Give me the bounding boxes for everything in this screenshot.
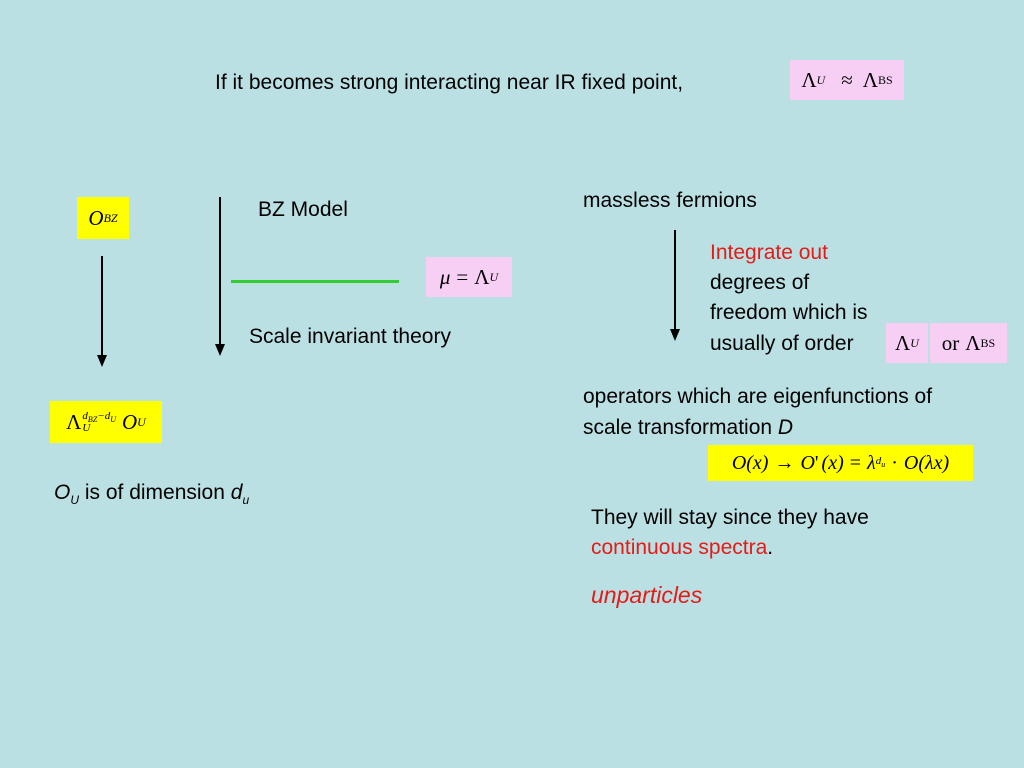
middle-arrow-shaft — [219, 197, 221, 345]
integrate-out-label: Integrate out — [710, 241, 828, 264]
unparticles-label: unparticles — [591, 582, 703, 608]
middle-arrow-head — [215, 344, 225, 356]
usually-order-label: usually of order — [710, 332, 854, 355]
stay-line-1: They will stay since they have — [591, 506, 869, 529]
bz-model-label: BZ Model — [258, 198, 348, 221]
left-arrow-head — [97, 355, 107, 367]
massless-fermions-label: massless fermions — [583, 189, 757, 212]
dimension-statement: OU is of dimension du — [54, 481, 250, 508]
green-scale-line — [231, 280, 399, 283]
operators-line-1: operators which are eigenfunctions of — [583, 385, 933, 408]
operators-line-2: scale transformation D — [583, 416, 794, 439]
right-arrow-head — [670, 329, 680, 341]
degrees-of-label: degrees of — [710, 271, 810, 294]
freedom-label: freedom which is — [710, 301, 868, 324]
right-arrow-shaft — [674, 230, 676, 330]
left-arrow-shaft — [101, 256, 103, 356]
scale-invariant-label: Scale invariant theory — [249, 325, 451, 348]
top-statement: If it becomes strong interacting near IR… — [215, 71, 684, 94]
stay-line-2: continuous spectra. — [591, 536, 774, 559]
